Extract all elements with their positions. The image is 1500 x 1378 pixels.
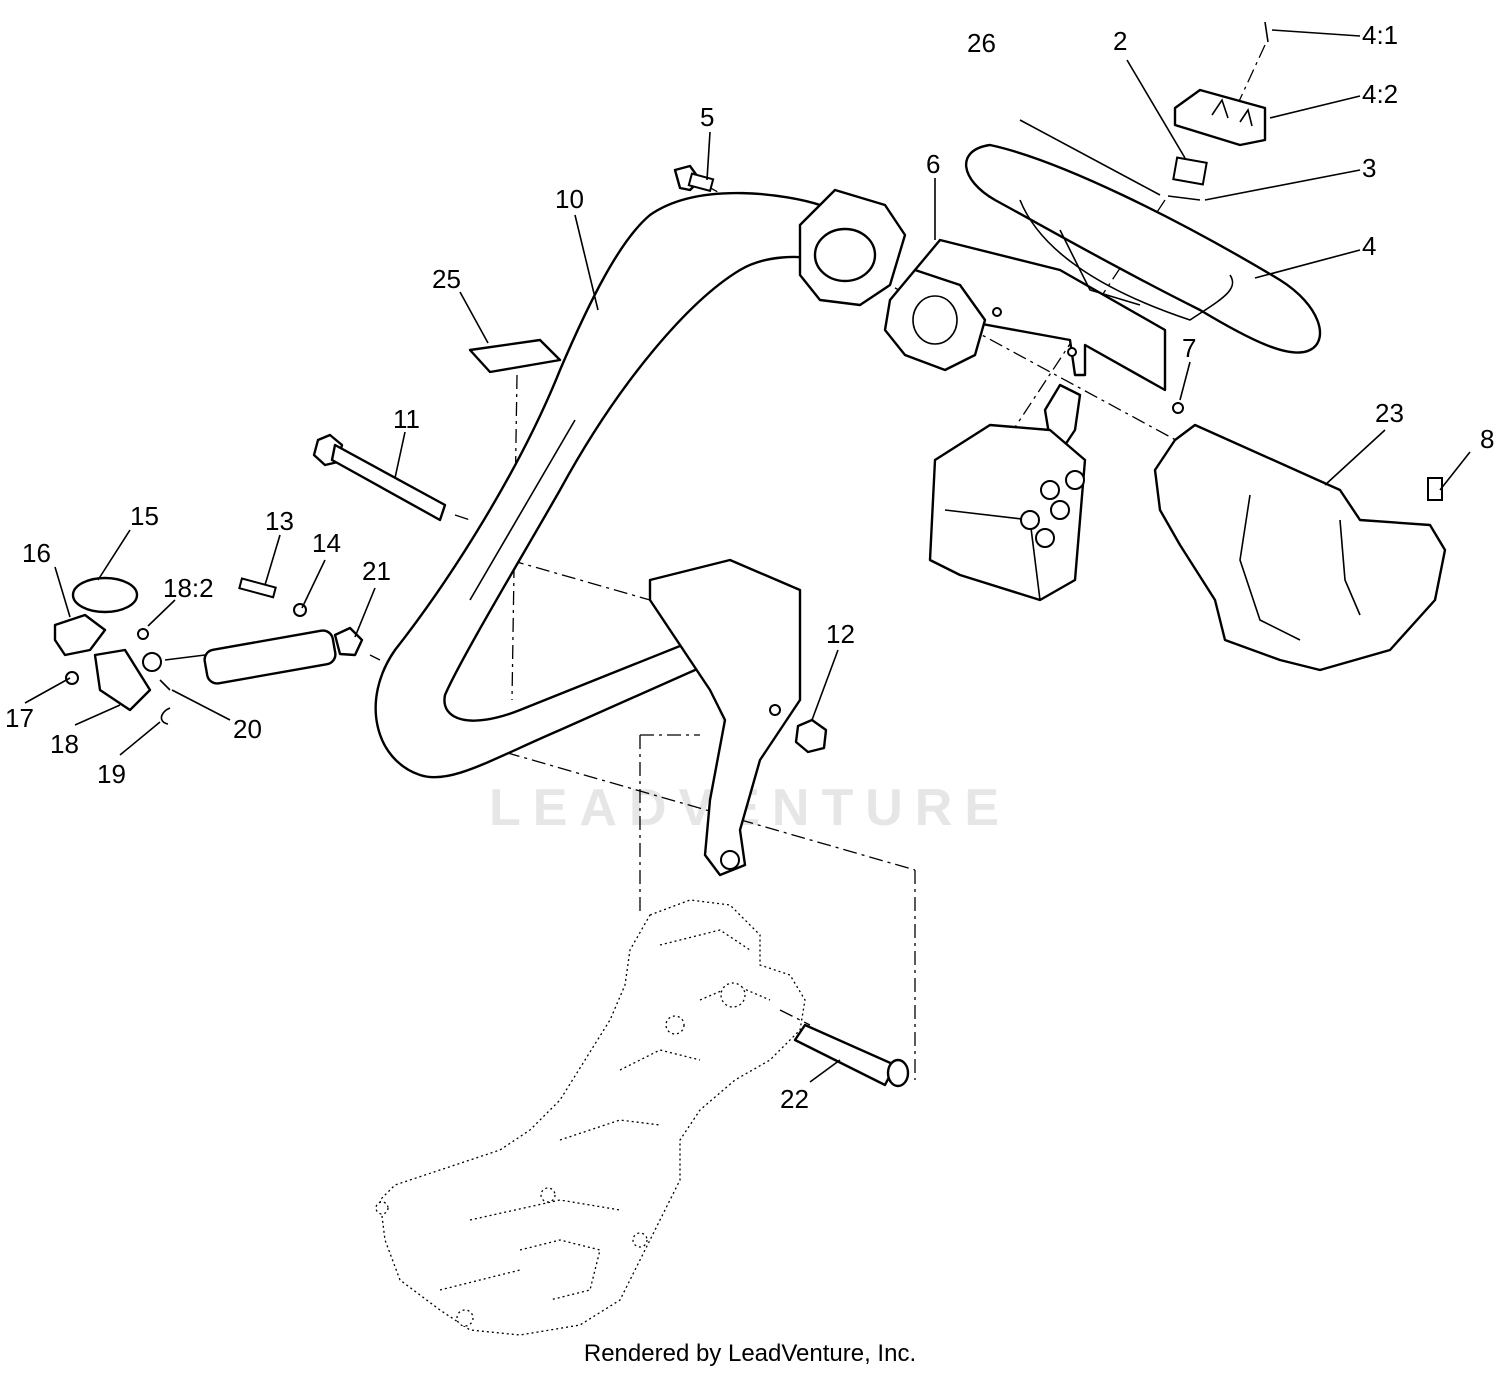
damper-parts bbox=[53, 576, 364, 725]
callout-13: 13 bbox=[265, 506, 294, 536]
callout-18: 18 bbox=[50, 729, 79, 759]
callout-4-1: 4:1 bbox=[1362, 20, 1398, 50]
bracket-part bbox=[883, 238, 1167, 392]
bolt-part bbox=[673, 164, 715, 193]
callout-22: 22 bbox=[780, 1084, 809, 1114]
callout-20: 20 bbox=[233, 714, 262, 744]
callout-17: 17 bbox=[5, 703, 34, 733]
callout-4: 4 bbox=[1362, 231, 1376, 261]
nut-part bbox=[794, 718, 828, 754]
callout-19: 19 bbox=[97, 759, 126, 789]
steering-wheel-part bbox=[964, 21, 1322, 354]
callout-15: 15 bbox=[130, 501, 159, 531]
frame-ghost bbox=[375, 899, 806, 1336]
callout-23: 23 bbox=[1375, 398, 1404, 428]
callout-10: 10 bbox=[555, 184, 584, 214]
callout-2: 2 bbox=[1113, 26, 1127, 56]
pin-part bbox=[793, 1023, 910, 1088]
callout-6: 6 bbox=[926, 149, 940, 179]
callout-8: 8 bbox=[1480, 424, 1494, 454]
long-bolt-part bbox=[312, 433, 447, 522]
steering-valve-part bbox=[928, 383, 1087, 602]
callout-12: 12 bbox=[826, 619, 855, 649]
cover-part bbox=[1153, 423, 1447, 672]
callout-7: 7 bbox=[1182, 333, 1196, 363]
credit-text: Rendered by LeadVenture, Inc. bbox=[583, 1340, 917, 1367]
decal-part bbox=[468, 338, 562, 374]
callout-11: 11 bbox=[393, 404, 420, 434]
callout-3: 3 bbox=[1362, 153, 1376, 183]
leader-lines bbox=[24, 29, 1471, 1083]
callouts: 4:1 4:2 2 26 3 4 5 6 7 8 23 10 25 11 13 … bbox=[5, 20, 1494, 1114]
callout-25: 25 bbox=[432, 264, 461, 294]
callout-16: 16 bbox=[22, 538, 51, 568]
clip-part bbox=[1172, 402, 1184, 414]
callout-4-2: 4:2 bbox=[1362, 79, 1398, 109]
callout-5: 5 bbox=[700, 102, 714, 132]
callout-14: 14 bbox=[312, 528, 341, 558]
callout-18-2: 18:2 bbox=[163, 573, 214, 603]
callout-21: 21 bbox=[362, 556, 391, 586]
callout-26: 26 bbox=[967, 28, 996, 58]
